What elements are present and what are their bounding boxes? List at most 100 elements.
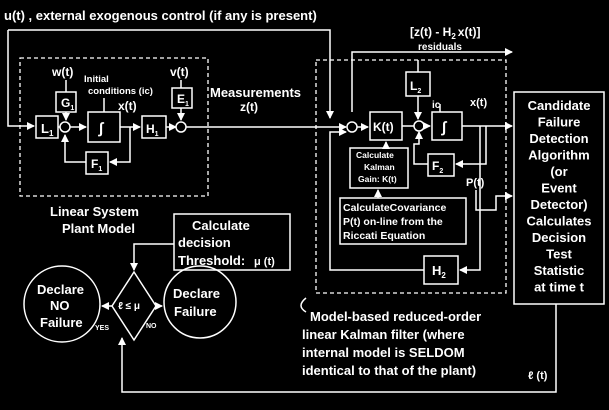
threshold-line1: Calculate xyxy=(192,218,250,233)
H2-to-sum xyxy=(329,128,424,271)
v-label: v(t) xyxy=(170,65,189,79)
declare-failure-circle xyxy=(163,265,237,339)
initial-line2: conditions (ic) xyxy=(88,86,153,97)
no-failure-line3: Failure xyxy=(40,315,83,330)
detector-text: CandidateFailureDetectionAlgorithm(orEve… xyxy=(526,98,591,295)
detector-line: Detector) xyxy=(530,197,587,212)
threshold-block xyxy=(173,213,291,271)
F2-feedback-in xyxy=(455,126,487,168)
filter-boundary xyxy=(315,59,507,294)
u-to-filter-line xyxy=(8,29,334,119)
w-label: w(t) xyxy=(51,65,73,79)
decision-no: NO xyxy=(146,323,157,330)
x-label: x(t) xyxy=(118,99,137,113)
failure-line1: Declare xyxy=(173,286,220,301)
detector-line: at time t xyxy=(534,280,585,295)
no-failure-line1: Declare xyxy=(37,282,84,297)
riccati-block xyxy=(339,197,467,245)
threshold-line2: decision xyxy=(178,235,231,250)
filter-integrator-symbol: ∫ xyxy=(441,119,448,136)
detector-line: (or xyxy=(550,164,567,179)
initial-line1: Initial xyxy=(84,74,109,85)
detector-line: Statistic xyxy=(534,263,585,278)
G1-sub: 1 xyxy=(70,105,74,112)
detector-line: Test xyxy=(546,247,572,262)
svg-text:H2: H2 xyxy=(432,263,446,280)
K-label: K(t) xyxy=(373,120,394,134)
svg-text:F2: F2 xyxy=(432,159,443,175)
residual-expr: [z(t) - H xyxy=(410,25,451,39)
residual-line xyxy=(351,48,513,112)
E1-label: E xyxy=(177,92,185,106)
detector-line: Candidate xyxy=(528,98,591,113)
svg-text:E1: E1 xyxy=(177,92,189,108)
riccati-line1: CalculateCovariance xyxy=(343,202,446,214)
P-to-detector xyxy=(475,190,513,211)
filter-desc-line4: identical to that of the plant) xyxy=(302,363,476,378)
filter-sum-junction xyxy=(346,121,358,133)
svg-text:L1: L1 xyxy=(41,121,54,138)
F1-sub: 1 xyxy=(98,166,102,173)
decision-diamond xyxy=(111,270,157,342)
F1-feedback-in xyxy=(109,127,131,166)
filter-desc-line1: Model-based reduced-order xyxy=(310,309,481,324)
F1-label: F xyxy=(91,157,98,171)
decision-yes: YES xyxy=(95,325,109,332)
plant-title-line2: Plant Model xyxy=(62,221,135,236)
F1-block xyxy=(85,151,109,175)
plant-boundary xyxy=(19,57,209,197)
detector-line: Detection xyxy=(529,131,588,146)
svg-text:H1: H1 xyxy=(146,122,159,138)
riccati-line3: Riccati Equation xyxy=(343,230,425,242)
filter-integrator-block xyxy=(431,111,463,141)
F2-to-sum xyxy=(413,131,428,165)
detector-line: Event xyxy=(541,181,577,196)
calc-gain-line2: Kalman xyxy=(364,162,395,172)
plant-integrator-block xyxy=(87,111,121,143)
measurements-label: Measurements xyxy=(210,85,301,100)
z-label: z(t) xyxy=(240,100,258,114)
P-label: P(t) xyxy=(466,177,485,189)
xhat-label: x(t) xyxy=(470,97,487,109)
H2-sub: 2 xyxy=(441,271,446,280)
declare-no-failure-circle xyxy=(23,265,101,343)
u-input-line xyxy=(7,30,35,130)
detector-block xyxy=(513,91,605,305)
L1-sub: 1 xyxy=(49,129,54,138)
threshold-line3: Threshold: xyxy=(178,253,245,268)
threshold-to-decision xyxy=(130,243,174,271)
no-failure-line2: NO xyxy=(50,298,70,313)
detector-line: Algorithm xyxy=(528,148,589,163)
H2-label: H xyxy=(432,263,441,278)
E1-sub: 1 xyxy=(185,101,189,108)
detector-line: Failure xyxy=(538,115,581,130)
F2-label: F xyxy=(432,159,439,173)
residual-xhat: x(t)] xyxy=(458,25,481,39)
detector-line: Decision xyxy=(532,230,586,245)
calc-gain-line3: Gain: K(t) xyxy=(358,174,397,184)
calc-gain-block xyxy=(349,147,409,189)
measurement-sum-junction xyxy=(175,121,187,133)
plant-sum-junction xyxy=(59,121,71,133)
K-block xyxy=(369,111,403,141)
E1-block xyxy=(171,87,193,109)
detector-line: Calculates xyxy=(526,214,591,229)
plant-title-line1: Linear System xyxy=(50,204,139,219)
F2-block xyxy=(427,153,455,177)
statistic-label: ℓ (t) xyxy=(528,370,548,382)
statistic-return-line xyxy=(118,304,557,393)
calc-gain-line1: Calculate xyxy=(356,150,394,160)
decision-test: ℓ ≤ μ xyxy=(118,301,140,312)
plant-integrator-symbol: ∫ xyxy=(98,120,105,137)
threshold-mu: μ (t) xyxy=(254,256,275,268)
L1-label: L xyxy=(41,121,49,136)
xhat-to-H2 xyxy=(459,126,481,274)
top-label: u(t) , external exogenous control (if an… xyxy=(4,8,317,23)
svg-text:L2: L2 xyxy=(410,79,421,95)
failure-line2: Failure xyxy=(174,304,217,319)
H1-label: H xyxy=(146,122,155,136)
ic-label: ic xyxy=(432,100,441,111)
G1-label: G xyxy=(61,96,70,110)
